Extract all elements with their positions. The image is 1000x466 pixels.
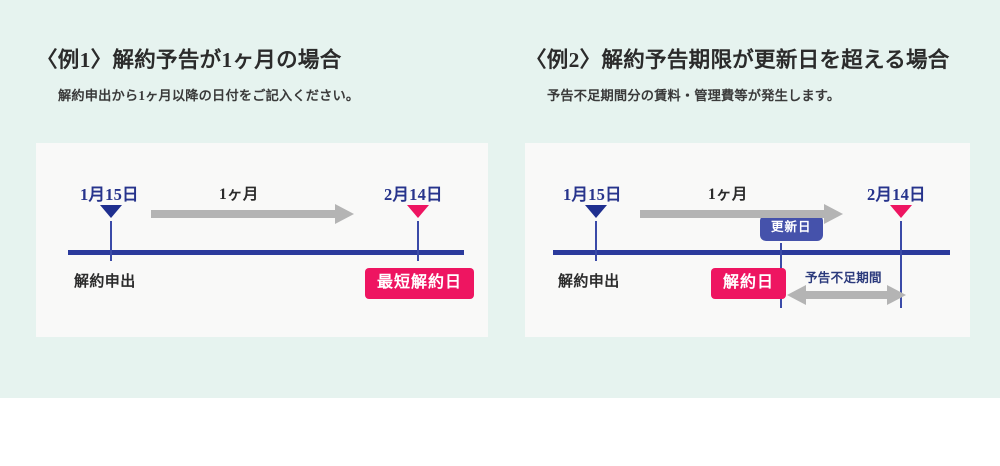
start-marker-triangle-icon [100,205,122,218]
example-2-title: 〈例2〉解約予告期限が更新日を超える場合 [525,48,950,72]
start-date-label: 1月15日 [563,185,622,204]
one-month-arrow-shaft [640,210,826,218]
example-2-diagram-card: 1月15日 解約申出 2月14日 更新日 解約日 1ヶ月 予告不足期間 [525,143,970,337]
example-1-subtitle: 解約申出から1ヶ月以降の日付をご記入ください。 [58,87,360,103]
start-date-label: 1月15日 [80,185,139,204]
cancel-date-badge: 解約日 [711,268,787,299]
end-marker-triangle-icon [407,205,429,218]
shortfall-arrow-shaft [803,291,889,299]
start-foot-label: 解約申出 [558,274,620,290]
one-month-arrow-head-icon [824,204,843,224]
shortest-cancel-date-badge: 最短解約日 [365,268,475,299]
example-1-title: 〈例1〉解約予告が1ヶ月の場合 [36,48,342,72]
end-date-label: 2月14日 [867,185,926,204]
end-marker-triangle-icon [890,205,912,218]
timeline-axis [553,250,950,255]
shortfall-arrow-head-left-icon [787,285,806,305]
start-marker-triangle-icon [585,205,607,218]
one-month-arrow-shaft [151,210,337,218]
example-2-panel: 〈例2〉解約予告期限が更新日を超える場合 予告不足期間分の賃料・管理費等が発生し… [525,48,990,348]
start-tick [595,221,597,261]
renewal-date-badge: 更新日 [760,215,823,241]
example-1-diagram-card: 1月15日 解約申出 2月14日 最短解約日 1ヶ月 [36,143,488,337]
end-tick [900,221,902,308]
example-1-panel: 〈例1〉解約予告が1ヶ月の場合 解約申出から1ヶ月以降の日付をご記入ください。 … [36,48,501,348]
timeline-axis [68,250,464,255]
one-month-caption: 1ヶ月 [219,186,259,203]
one-month-arrow-head-icon [335,204,354,224]
shortfall-period-caption: 予告不足期間 [805,271,882,285]
start-tick [110,221,112,261]
start-foot-label: 解約申出 [74,274,136,290]
end-date-label: 2月14日 [384,185,443,204]
end-tick [417,221,419,261]
example-2-subtitle: 予告不足期間分の賃料・管理費等が発生します。 [547,87,841,103]
one-month-caption: 1ヶ月 [708,186,748,203]
shortfall-arrow-head-right-icon [887,285,906,305]
